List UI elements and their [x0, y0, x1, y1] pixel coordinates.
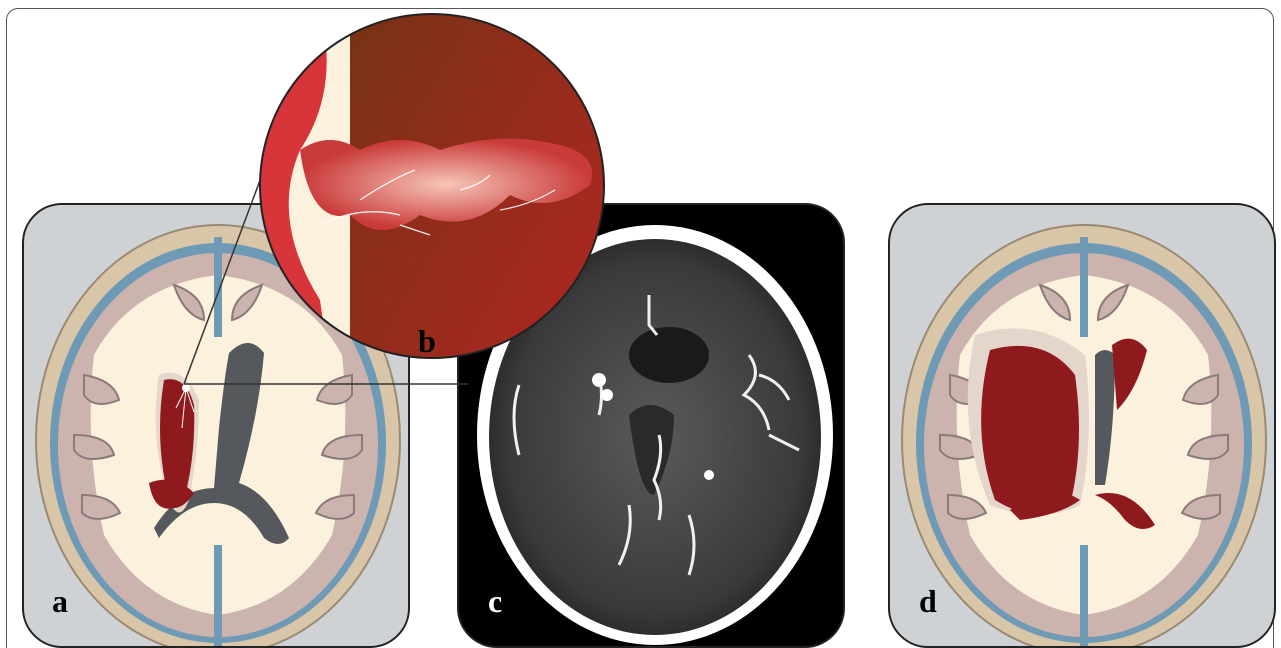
panel-label-a: a — [52, 585, 68, 617]
magnified-vessel-view — [255, 10, 615, 370]
panel-label-b: b — [418, 325, 436, 357]
panel-label-d: d — [919, 585, 937, 617]
panel-label-c: c — [488, 585, 502, 617]
